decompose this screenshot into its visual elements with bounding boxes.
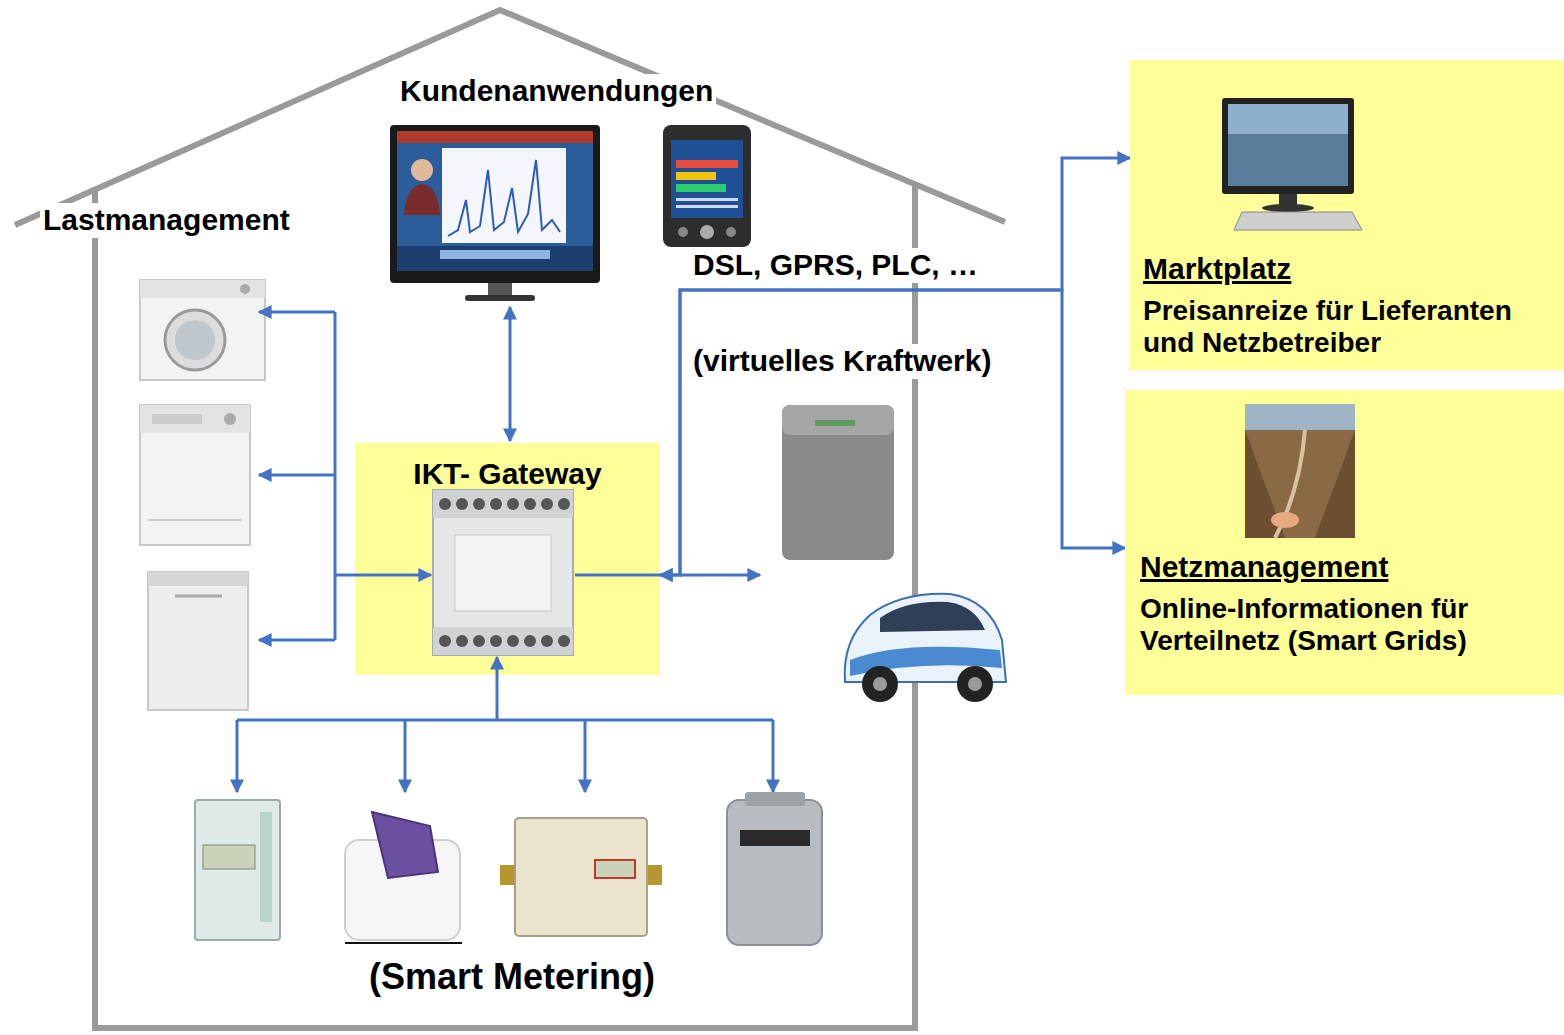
connector-arrow bbox=[660, 158, 1130, 575]
box-heading: IKT- Gateway bbox=[365, 457, 650, 492]
box-heading: Marktplatz bbox=[1143, 252, 1550, 287]
heat-meter bbox=[500, 818, 662, 936]
dishwasher bbox=[148, 572, 248, 710]
diagram-label: (Smart Metering) bbox=[366, 956, 658, 997]
box-text: Preisanreize für Lieferanten und Netzbet… bbox=[1143, 295, 1550, 359]
tv-screen bbox=[390, 125, 600, 301]
cable-trench-photo bbox=[1125, 390, 1564, 545]
washing-machine bbox=[140, 280, 265, 380]
micro-chp-unit bbox=[782, 405, 894, 560]
plant-link bbox=[680, 574, 760, 577]
load-wiring bbox=[259, 312, 355, 640]
box-heading: Netzmanagement bbox=[1140, 550, 1550, 585]
pda-device bbox=[663, 125, 751, 247]
connector-label: DSL, GPRS, PLC, … bbox=[690, 248, 981, 283]
box-text: Online-Informationen für Verteilnetz (Sm… bbox=[1140, 593, 1550, 657]
diagram-label: (virtuelles Kraftwerk) bbox=[690, 344, 994, 379]
tumble-dryer bbox=[140, 405, 250, 545]
water-meter bbox=[345, 812, 462, 943]
gas-meter bbox=[727, 792, 822, 945]
info-box: IKT- Gateway bbox=[355, 443, 660, 675]
meter-wiring bbox=[237, 675, 773, 792]
info-box: NetzmanagementOnline-Informationen für V… bbox=[1125, 390, 1564, 695]
diagram-label: Lastmanagement bbox=[40, 203, 293, 238]
connector-arrow bbox=[660, 290, 1125, 575]
info-box: MarktplatzPreisanreize für Lieferanten u… bbox=[1130, 60, 1564, 370]
electric-car bbox=[845, 594, 1006, 702]
house-outline bbox=[15, 10, 1005, 1028]
diagram-label: Kundenanwendungen bbox=[397, 74, 716, 109]
electricity-meter bbox=[195, 800, 280, 940]
market-computer bbox=[1130, 60, 1564, 250]
display-link bbox=[509, 307, 512, 441]
